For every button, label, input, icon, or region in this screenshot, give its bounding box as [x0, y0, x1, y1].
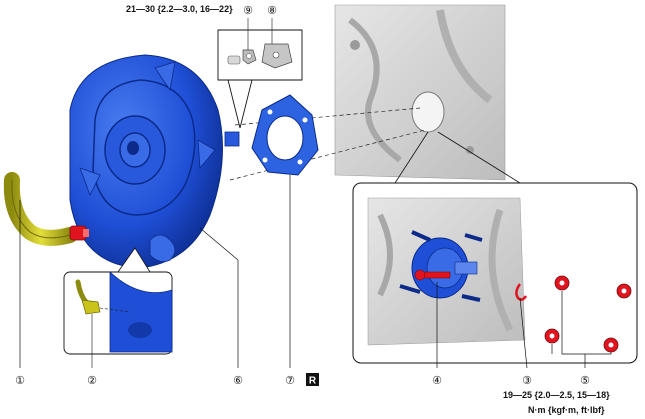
callout-4: ④ [432, 375, 442, 387]
body-panel [334, 4, 506, 181]
callout-1: ① [15, 375, 25, 387]
callout-group: ① ② ③ ④ ⑤ ⑥ ⑦ ⑧ ⑨ [15, 5, 590, 387]
replace-badge-letter: R [309, 376, 317, 387]
inset-leader [394, 131, 521, 184]
brake-booster [69, 54, 240, 269]
vacuum-hose [3, 172, 78, 246]
torque-spec-bottom: 19—25 {2.0—2.5, 15—18} [503, 390, 610, 400]
callout-5: ⑤ [580, 375, 590, 387]
callout-7: ⑦ [285, 375, 295, 387]
callout-8: ⑧ [267, 5, 277, 17]
callout-leaders [19, 175, 586, 369]
bottom-inset-pointer [117, 247, 151, 273]
bottom-left-inset [63, 271, 173, 368]
replace-badge: R [306, 373, 319, 387]
torque-spec-top: 21—30 {2.2—3.0, 16—22} [126, 4, 233, 14]
callout-2: ② [87, 375, 97, 387]
torque-units: N·m {kgf·m, ft·lbf} [528, 405, 605, 415]
bottom-right-inset [352, 182, 638, 364]
gasket [251, 94, 319, 176]
check-valve [69, 225, 89, 241]
callout-3: ③ [522, 375, 532, 387]
callout-6: ⑥ [233, 375, 243, 387]
top-inset [217, 18, 303, 129]
callout-9: ⑨ [243, 5, 253, 17]
